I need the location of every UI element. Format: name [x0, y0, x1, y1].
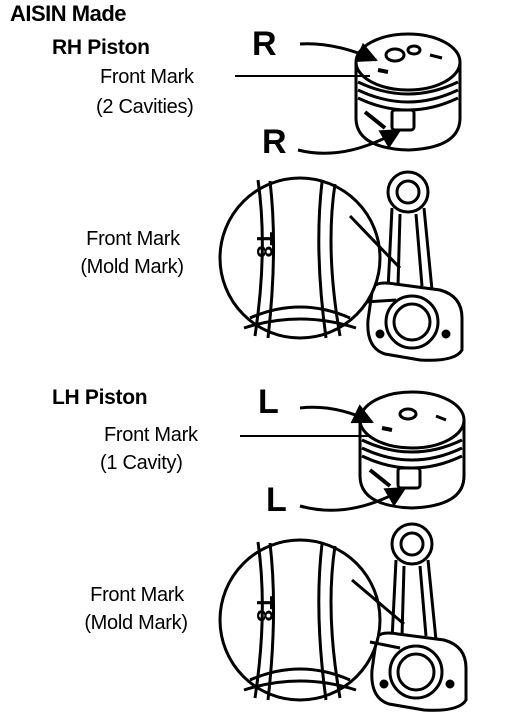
rh-front-mark-label: Front Mark — [100, 66, 194, 88]
rh-rod-mold-mark: T8 — [252, 232, 277, 258]
rh-rod-mold-mark-label: (Mold Mark) — [80, 256, 184, 278]
lh-rod-front-mark-label: Front Mark — [90, 584, 184, 606]
rh-arrows — [297, 42, 402, 155]
lh-rod-zoom — [218, 538, 405, 702]
rh-rod-zoom — [218, 176, 402, 340]
lh-front-mark-cavity: (1 Cavity) — [100, 452, 183, 474]
diagram-title: AISIN Made — [10, 1, 127, 26]
rh-side-mark: R — [262, 123, 287, 161]
rh-piston-heading: RH Piston — [52, 36, 150, 59]
lh-front-mark-label: Front Mark — [104, 424, 198, 446]
lh-top-mark: L — [258, 383, 279, 421]
rh-rod-front-mark-label: Front Mark — [86, 228, 180, 250]
lh-rod-mold-mark: T8 — [252, 596, 277, 622]
lh-rod-mold-mark-label: (Mold Mark) — [84, 612, 188, 634]
rh-front-mark-cavities: (2 Cavities) — [96, 96, 194, 118]
lh-side-mark: L — [266, 481, 287, 519]
rh-top-mark: R — [252, 25, 277, 63]
rh-rod-drawing — [366, 170, 464, 362]
lh-piston-drawing — [358, 390, 466, 510]
lh-rod-drawing — [370, 522, 468, 712]
lh-piston-heading: LH Piston — [52, 386, 148, 409]
rh-piston-drawing — [354, 32, 462, 152]
lh-arrows — [299, 404, 407, 512]
